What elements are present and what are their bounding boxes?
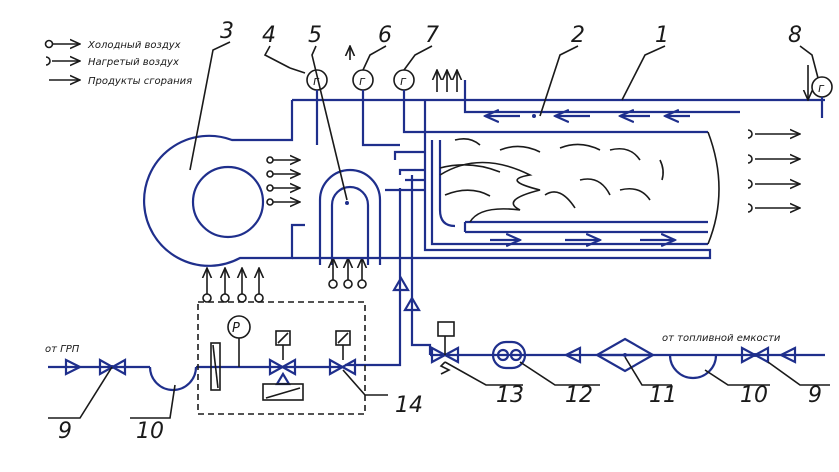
compensator-10-left bbox=[148, 366, 198, 392]
fan-inlet-cold-arrows bbox=[266, 157, 300, 205]
fan-cold-air-inlets bbox=[203, 268, 263, 303]
sensor-8: г bbox=[808, 65, 833, 118]
callout-4: 4 bbox=[262, 23, 276, 48]
compensator-10-right bbox=[668, 354, 718, 380]
burner-cold-air-inlets bbox=[329, 258, 366, 289]
callout-6: 6 bbox=[378, 23, 392, 48]
svg-text:г: г bbox=[400, 74, 407, 88]
callout-14: 14 bbox=[395, 393, 423, 418]
sensor-4: г bbox=[289, 67, 328, 145]
burner-feed-tubes bbox=[345, 150, 432, 367]
valve-9-right bbox=[740, 346, 770, 364]
filter-element bbox=[210, 342, 221, 391]
heat-exchanger-flow-arrows bbox=[485, 114, 690, 240]
callout-10-right: 10 bbox=[740, 383, 768, 408]
legend: Холодный воздух Нагретый воздух Продукты… bbox=[44, 40, 192, 87]
legend-heated-air-label: Нагретый воздух bbox=[88, 57, 179, 68]
fuel-line bbox=[430, 321, 825, 380]
gas-line: P bbox=[48, 301, 366, 415]
callout-2: 2 bbox=[571, 23, 585, 48]
solenoid-valve-1 bbox=[262, 330, 304, 401]
callouts: 1 2 3 4 5 6 7 8 9 10 14 13 12 11 10 9 bbox=[48, 19, 830, 444]
callout-7: 7 bbox=[425, 23, 439, 48]
callout-13: 13 bbox=[496, 383, 524, 408]
heated-air-outlets bbox=[747, 130, 800, 212]
svg-text:г: г bbox=[818, 81, 825, 95]
callout-5: 5 bbox=[308, 23, 322, 48]
legend-heated-air-symbol bbox=[45, 57, 80, 65]
gas-source-label: от ГРП bbox=[45, 344, 80, 355]
callout-9-left: 9 bbox=[58, 419, 72, 444]
fuel-source-label: от топливной емкости bbox=[662, 333, 781, 344]
flame bbox=[439, 138, 664, 223]
legend-cold-air-label: Холодный воздух bbox=[87, 40, 181, 51]
callout-3: 3 bbox=[220, 19, 234, 44]
pump-13 bbox=[491, 340, 527, 370]
exhaust-arrows bbox=[437, 70, 457, 92]
feed-check-arrows bbox=[392, 275, 421, 312]
callout-1: 1 bbox=[655, 23, 669, 48]
callout-11: 11 bbox=[649, 383, 677, 408]
svg-text:г: г bbox=[313, 74, 320, 88]
callout-10-left: 10 bbox=[136, 419, 164, 444]
svg-text:P: P bbox=[232, 321, 240, 336]
pressure-gauge: P bbox=[227, 315, 251, 367]
sensor-6: г bbox=[350, 46, 400, 147]
svg-text:г: г bbox=[359, 74, 366, 88]
fan-housing bbox=[142, 98, 425, 267]
gas-train-boundary bbox=[197, 301, 366, 415]
callout-12: 12 bbox=[565, 383, 593, 408]
regulating-valve bbox=[430, 321, 460, 375]
legend-cold-air-symbol bbox=[44, 41, 81, 48]
callout-9-right: 9 bbox=[808, 383, 822, 408]
filter-11 bbox=[594, 337, 656, 373]
check-valve-12 bbox=[563, 346, 582, 364]
burner-air-chamber bbox=[318, 168, 382, 265]
solenoid-valve-2 bbox=[328, 330, 357, 376]
furnace-body bbox=[292, 80, 825, 260]
legend-combustion-label: Продукты сгорания bbox=[88, 76, 192, 87]
callout-8: 8 bbox=[788, 23, 802, 48]
